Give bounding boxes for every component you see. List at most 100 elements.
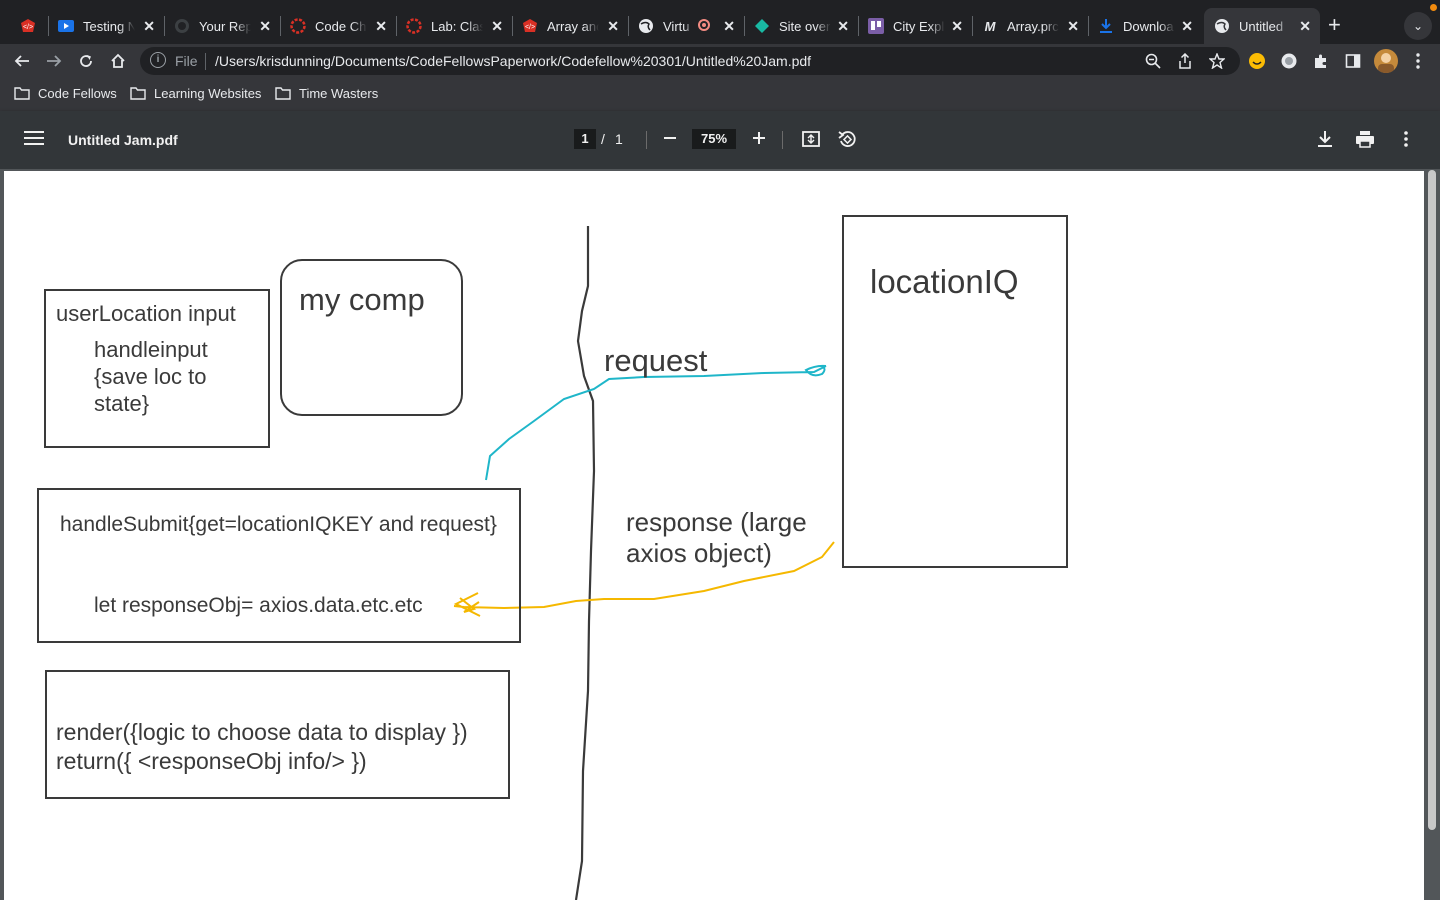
home-button[interactable]	[106, 49, 130, 73]
return-text: return({ <responseObj info/> })	[56, 748, 367, 774]
close-tab-icon[interactable]: ✕	[607, 18, 619, 34]
zoom-icon[interactable]	[1143, 51, 1163, 71]
tab-untitled-active[interactable]: Untitled ✕	[1204, 8, 1320, 44]
tab-site-overview[interactable]: Site over ✕	[744, 8, 858, 44]
zoom-out-button[interactable]	[658, 128, 682, 150]
address-divider	[205, 53, 206, 70]
print-icon[interactable]	[1355, 129, 1377, 151]
user-box-line: handleinput	[94, 337, 208, 362]
location-iq-box	[842, 215, 1068, 568]
more-options-icon[interactable]	[1395, 129, 1417, 151]
zoom-in-button[interactable]	[747, 128, 771, 150]
github-icon	[174, 18, 190, 34]
close-tab-icon[interactable]: ✕	[951, 18, 963, 34]
profile-avatar[interactable]	[1374, 49, 1398, 73]
close-tab-icon[interactable]: ✕	[491, 18, 503, 34]
tab-title: Virtu	[663, 18, 690, 34]
tab-title: Testing N	[83, 18, 135, 34]
drawing-strokes	[453, 226, 835, 900]
scrollbar[interactable]	[1428, 170, 1436, 830]
tab-title: Downloa	[1123, 18, 1174, 34]
tab-search-button[interactable]: ⌄	[1404, 12, 1432, 40]
tab-array-and[interactable]: </> Array anc ✕	[512, 8, 628, 44]
side-panel-icon[interactable]	[1343, 51, 1363, 71]
close-tab-icon[interactable]: ✕	[143, 18, 155, 34]
svg-text:</>: </>	[525, 24, 535, 31]
user-box-title: userLocation input	[56, 301, 236, 326]
divider	[646, 131, 647, 149]
reload-button[interactable]	[74, 49, 98, 73]
bookmark-star-icon[interactable]	[1207, 51, 1227, 71]
minus-icon	[664, 137, 676, 139]
fit-to-page-icon[interactable]	[801, 129, 823, 151]
divider	[782, 131, 783, 149]
close-tab-icon[interactable]: ✕	[259, 18, 271, 34]
response-label: response (large	[626, 507, 807, 537]
close-tab-icon[interactable]: ✕	[723, 18, 735, 34]
back-button[interactable]	[10, 49, 34, 73]
rotate-icon[interactable]	[837, 129, 859, 151]
bookmark-folder-time-wasters[interactable]: Time Wasters	[275, 86, 378, 101]
request-arrow	[485, 364, 827, 481]
folder-icon	[14, 87, 30, 100]
info-icon[interactable]: i	[150, 52, 166, 68]
extension-emoji-icon[interactable]	[1247, 51, 1267, 71]
globe-icon	[1214, 18, 1230, 34]
tab-title: Array.prc	[1007, 18, 1059, 34]
close-tab-icon[interactable]: ✕	[375, 18, 387, 34]
new-tab-button[interactable]: +	[1328, 12, 1341, 37]
plus-icon	[753, 132, 765, 144]
tab-city-explorer[interactable]: City Expl ✕	[858, 8, 972, 44]
url-text[interactable]: /Users/krisdunning/Documents/CodeFellows…	[215, 53, 812, 69]
recording-icon	[698, 19, 710, 31]
response-label: axios object)	[626, 538, 772, 568]
svg-text:</>: </>	[23, 24, 33, 31]
page-number-input[interactable]: 1	[574, 129, 596, 149]
response-arrow	[453, 541, 835, 617]
tab-virtual[interactable]: Virtu ✕	[628, 8, 744, 44]
chevron-down-icon: ⌄	[1412, 19, 1424, 33]
bookmark-folder-learning-websites[interactable]: Learning Websites	[130, 86, 261, 101]
netlify-icon	[754, 18, 770, 34]
trello-icon	[868, 18, 884, 34]
close-tab-icon[interactable]: ✕	[1299, 18, 1311, 34]
zoom-level-input[interactable]: 75%	[692, 129, 736, 149]
arrow-left-icon	[14, 55, 29, 67]
bookmark-label: Time Wasters	[299, 86, 379, 101]
tab-pinned-code-fellows[interactable]: </>	[10, 8, 46, 44]
reload-icon	[80, 55, 92, 67]
mdn-icon: M	[984, 18, 996, 34]
tab-code-challenge[interactable]: Code Ch ✕	[280, 8, 396, 44]
user-box-line: state}	[94, 391, 150, 416]
canvas-icon	[406, 18, 422, 34]
close-tab-icon[interactable]: ✕	[1181, 18, 1193, 34]
tab-your-repo[interactable]: Your Rep ✕	[164, 8, 280, 44]
tab-title: Your Rep	[199, 18, 251, 34]
my-comp-label: my comp	[299, 282, 425, 317]
tab-title: Untitled	[1239, 18, 1284, 34]
globe-icon	[638, 18, 654, 34]
code-fellows-icon: </>	[20, 18, 36, 34]
extension-circle-icon[interactable]	[1279, 51, 1299, 71]
tab-strip: </> Testing N ✕ Your Rep ✕ Code Ch ✕ Lab…	[0, 0, 1440, 44]
pdf-title: Untitled Jam.pdf	[68, 132, 178, 148]
tab-downloads[interactable]: Downloa ✕	[1088, 8, 1202, 44]
forward-button[interactable]	[42, 49, 66, 73]
browser-toolbar: i File /Users/krisdunning/Documents/Code…	[0, 44, 1440, 78]
tab-testing[interactable]: Testing N ✕	[48, 8, 164, 44]
code-fellows-icon: </>	[522, 18, 538, 34]
download-icon[interactable]	[1315, 129, 1337, 151]
close-tab-icon[interactable]: ✕	[837, 18, 849, 34]
kebab-menu-icon[interactable]	[1408, 51, 1428, 71]
location-iq-label: locationIQ	[870, 263, 1019, 300]
address-bar[interactable]: i File /Users/krisdunning/Documents/Code…	[140, 47, 1240, 75]
tab-lab-class[interactable]: Lab: Clas ✕	[396, 8, 512, 44]
share-icon[interactable]	[1175, 51, 1195, 71]
tab-array-prototype[interactable]: M Array.prc ✕	[972, 8, 1088, 44]
bookmark-folder-code-fellows[interactable]: Code Fellows	[14, 86, 117, 101]
extensions-puzzle-icon[interactable]	[1311, 51, 1331, 71]
url-scheme: File	[175, 53, 198, 69]
tab-title: City Expl	[893, 18, 945, 34]
close-tab-icon[interactable]: ✕	[1067, 18, 1079, 34]
pdf-menu-button[interactable]	[24, 131, 44, 149]
